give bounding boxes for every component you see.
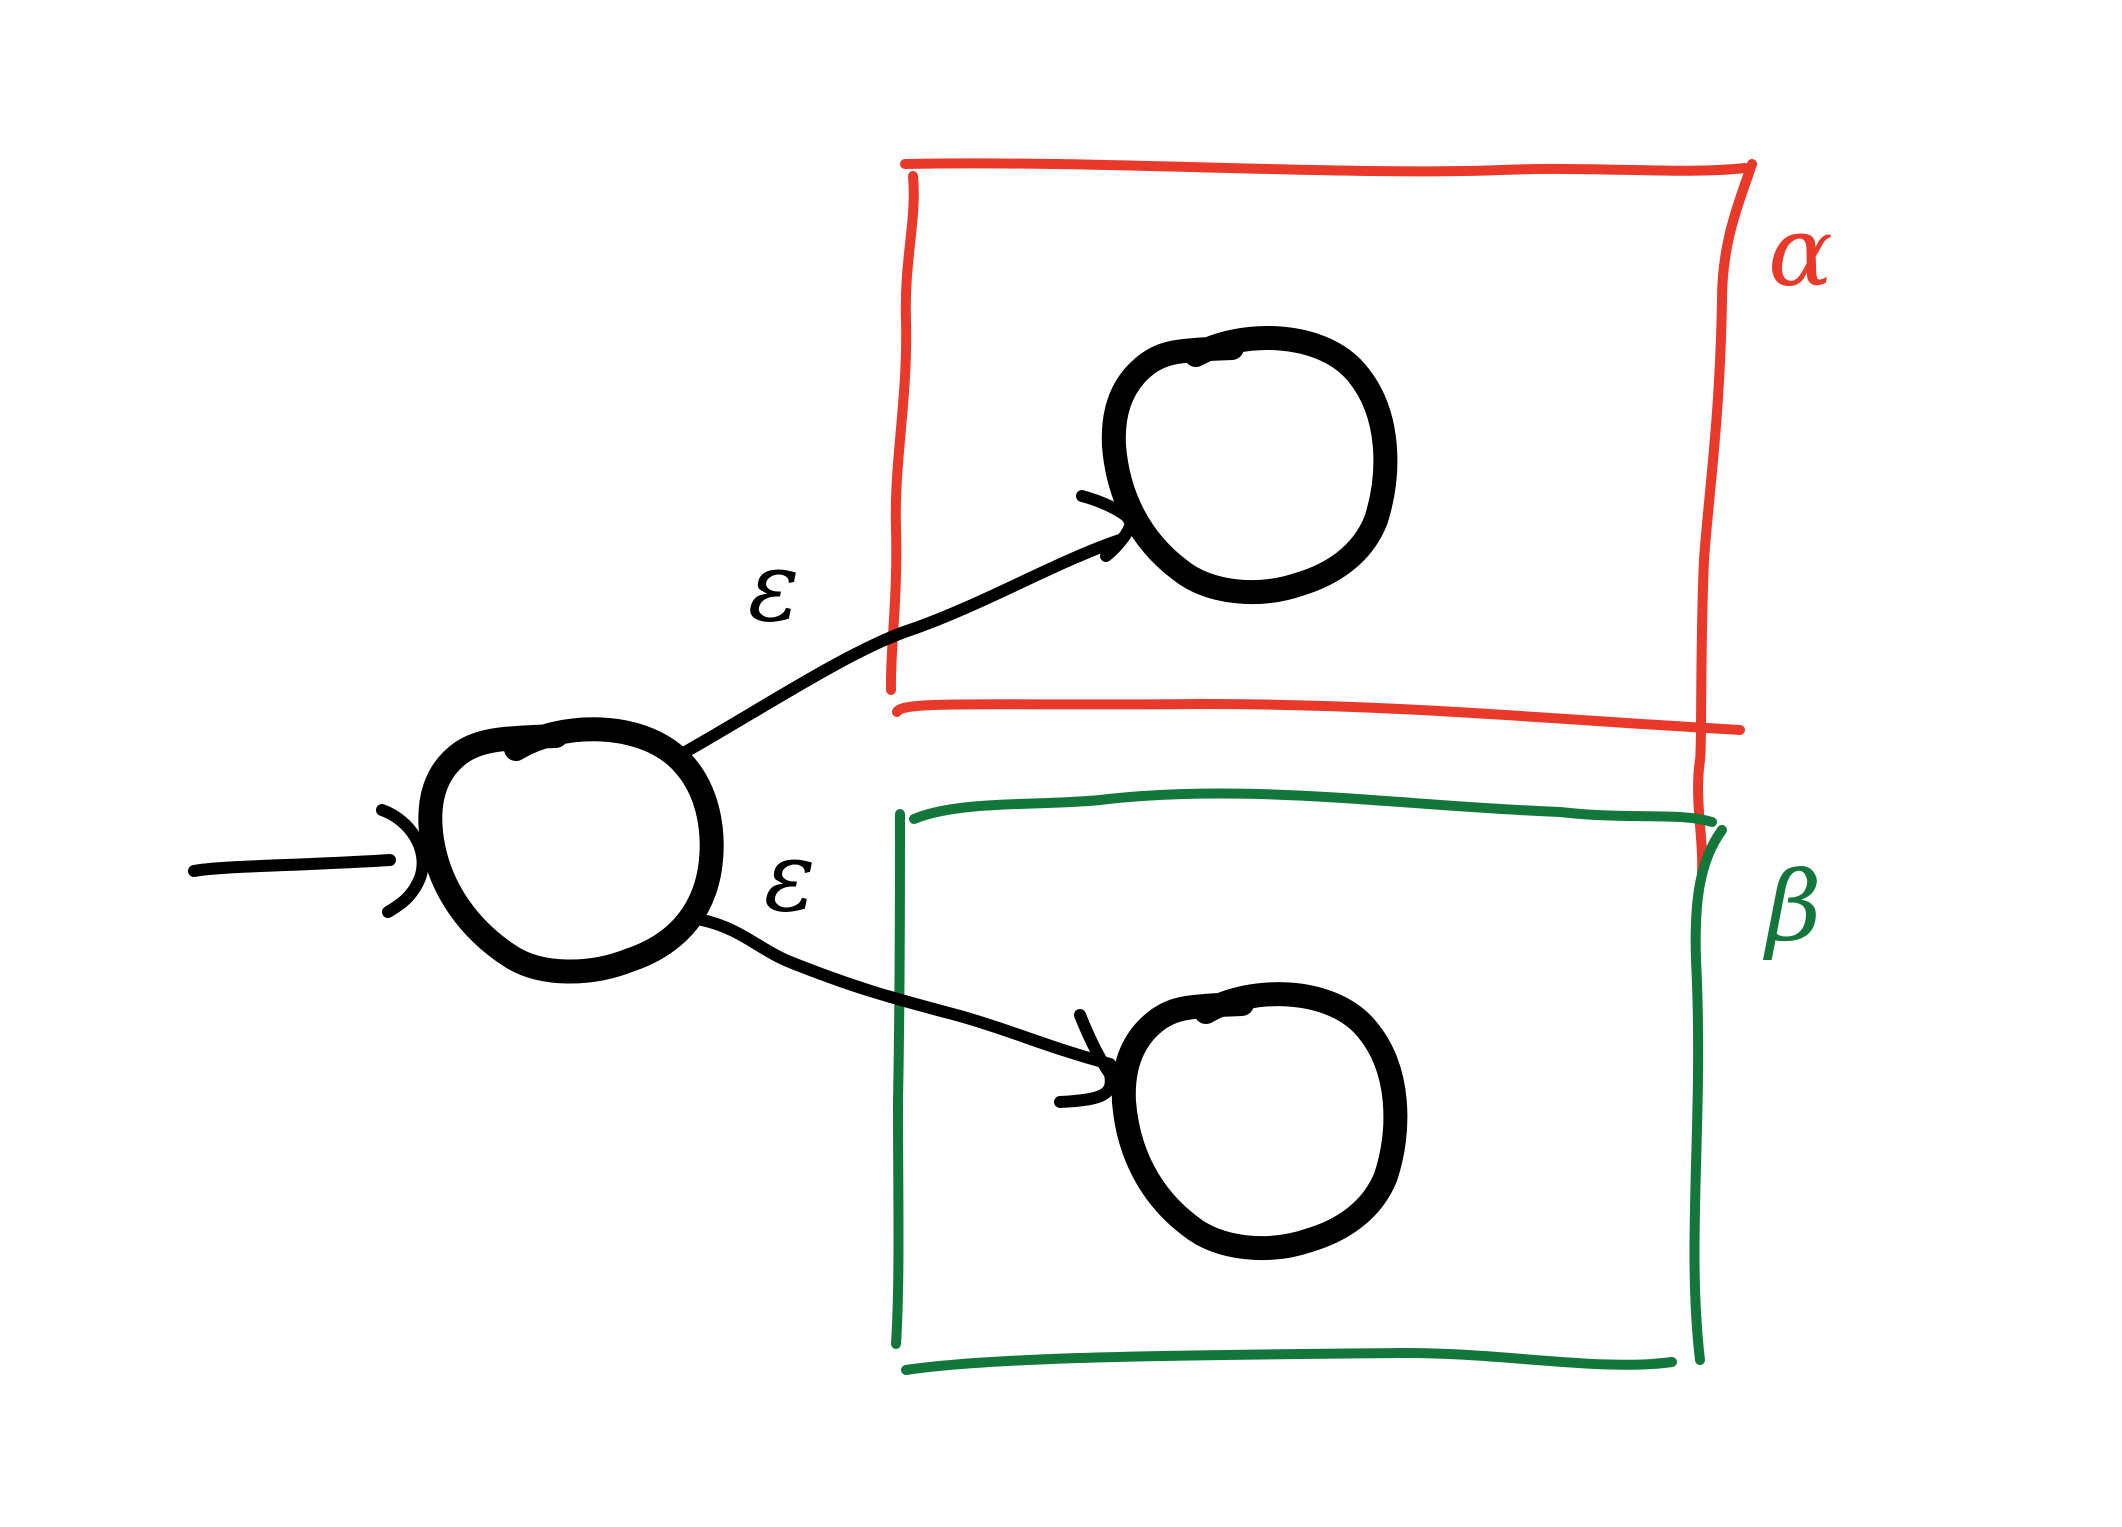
state-start (418, 717, 724, 984)
edge-upper-epsilon-label: ε (748, 531, 800, 643)
state-beta (1111, 982, 1408, 1260)
edge-upper (674, 534, 1126, 761)
state-alpha (1101, 325, 1398, 604)
edge-lower-epsilon-label: ε (764, 821, 816, 933)
edge-lower-arrowhead (1054, 1009, 1117, 1108)
start-arrow (188, 854, 396, 877)
box-alpha-label: α (1768, 196, 1833, 308)
edge-lower (696, 914, 1116, 1070)
start-arrow-head (376, 804, 429, 918)
subautomaton-box-alpha (885, 158, 1757, 877)
subautomaton-box-beta (891, 788, 1727, 1375)
box-beta-label: β (1763, 851, 1822, 963)
